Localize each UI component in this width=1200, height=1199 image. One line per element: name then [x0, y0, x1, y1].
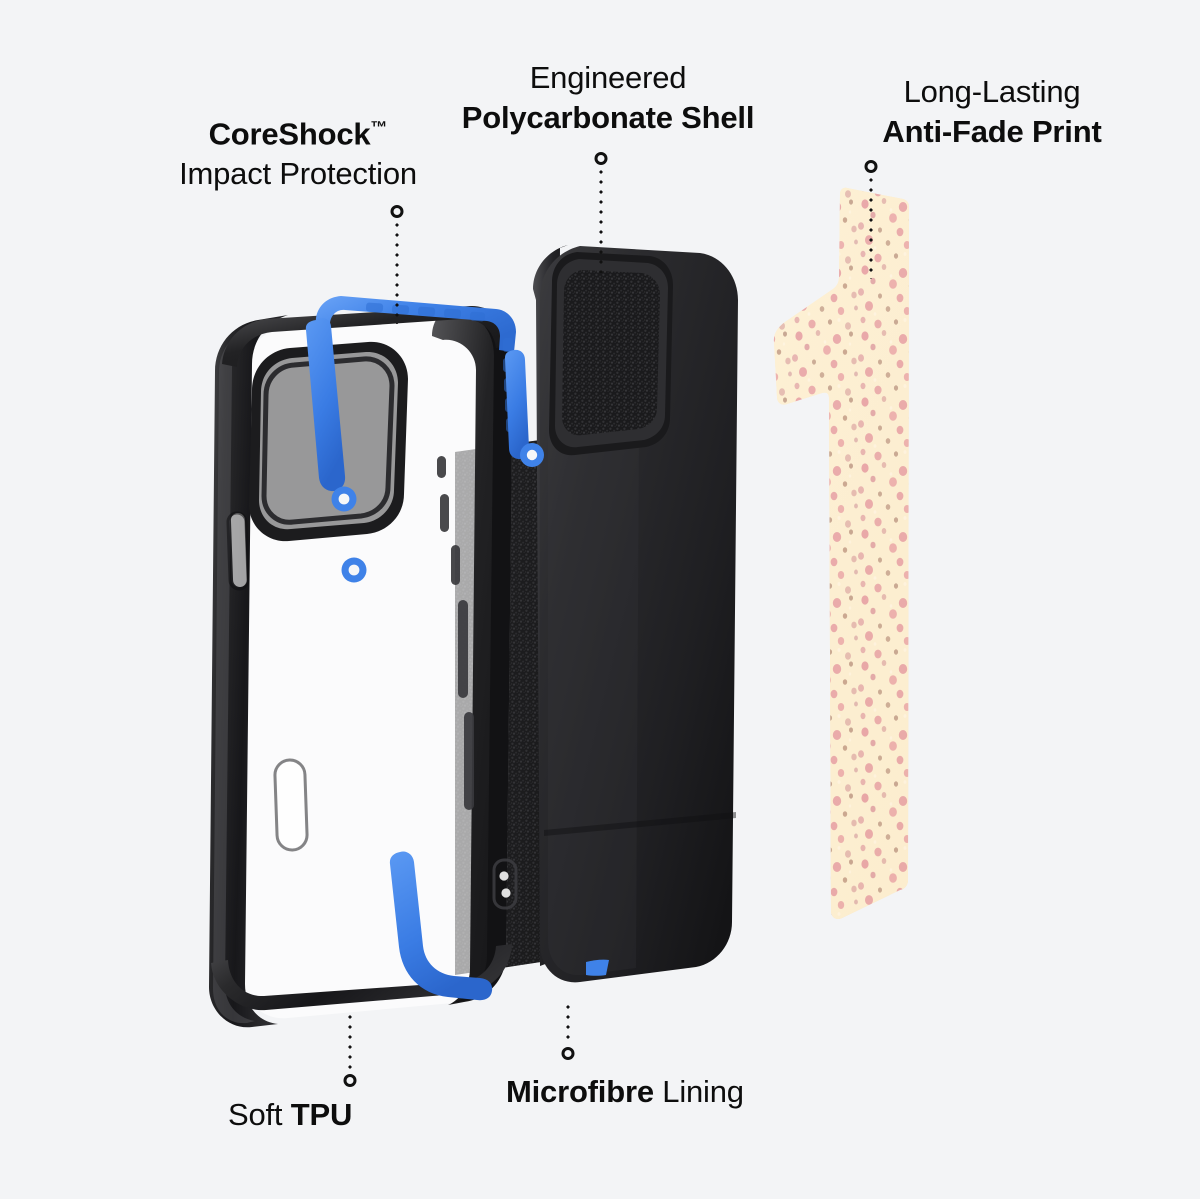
- coreshock-airbag-rings: [331, 443, 544, 583]
- leader-dots: [395, 220, 399, 324]
- leader-dots: [348, 1012, 352, 1069]
- callout-antifade: Long-Lasting Anti-Fade Print: [852, 72, 1132, 152]
- leader-ring: [343, 1074, 357, 1087]
- callout-polycarbonate-line2: Polycarbonate Shell: [461, 100, 755, 135]
- callout-tpu: Soft TPU: [228, 1095, 388, 1135]
- leader-ring: [390, 205, 404, 218]
- callout-coreshock-line2: Impact Protection: [179, 156, 417, 192]
- callout-antifade-line1: Long-Lasting: [903, 74, 1081, 109]
- leader-dots: [599, 167, 603, 273]
- callout-coreshock: CoreShock™ Impact Protection: [148, 108, 448, 194]
- callout-coreshock-line1: CoreShock™: [208, 116, 388, 152]
- callout-antifade-line2: Anti-Fade Print: [882, 114, 1102, 149]
- callout-tpu-line1: Soft TPU: [228, 1095, 388, 1135]
- leader-ring: [864, 160, 878, 173]
- leader-dots: [566, 1002, 570, 1042]
- callout-microfibre-regular: Lining: [653, 1074, 744, 1109]
- polycarbonate-shell: [533, 245, 738, 983]
- callout-tpu-regular: Soft: [228, 1097, 291, 1132]
- leader-ring: [561, 1047, 575, 1060]
- leader-dots: [869, 175, 873, 279]
- callout-microfibre-bold: Microfibre: [506, 1074, 654, 1109]
- soft-tpu-case: [209, 296, 544, 1028]
- coreshock-blue-frame: [305, 296, 544, 1001]
- callout-polycarbonate-line1: Engineered: [529, 60, 687, 95]
- callout-tpu-bold: TPU: [290, 1097, 353, 1132]
- callout-microfibre-line1: Microfibre Lining: [506, 1072, 786, 1112]
- callout-microfibre: Microfibre Lining: [506, 1072, 786, 1112]
- leader-ring: [594, 152, 608, 165]
- trademark-symbol: ™: [370, 118, 388, 137]
- callout-polycarbonate: Engineered Polycarbonate Shell: [422, 58, 794, 138]
